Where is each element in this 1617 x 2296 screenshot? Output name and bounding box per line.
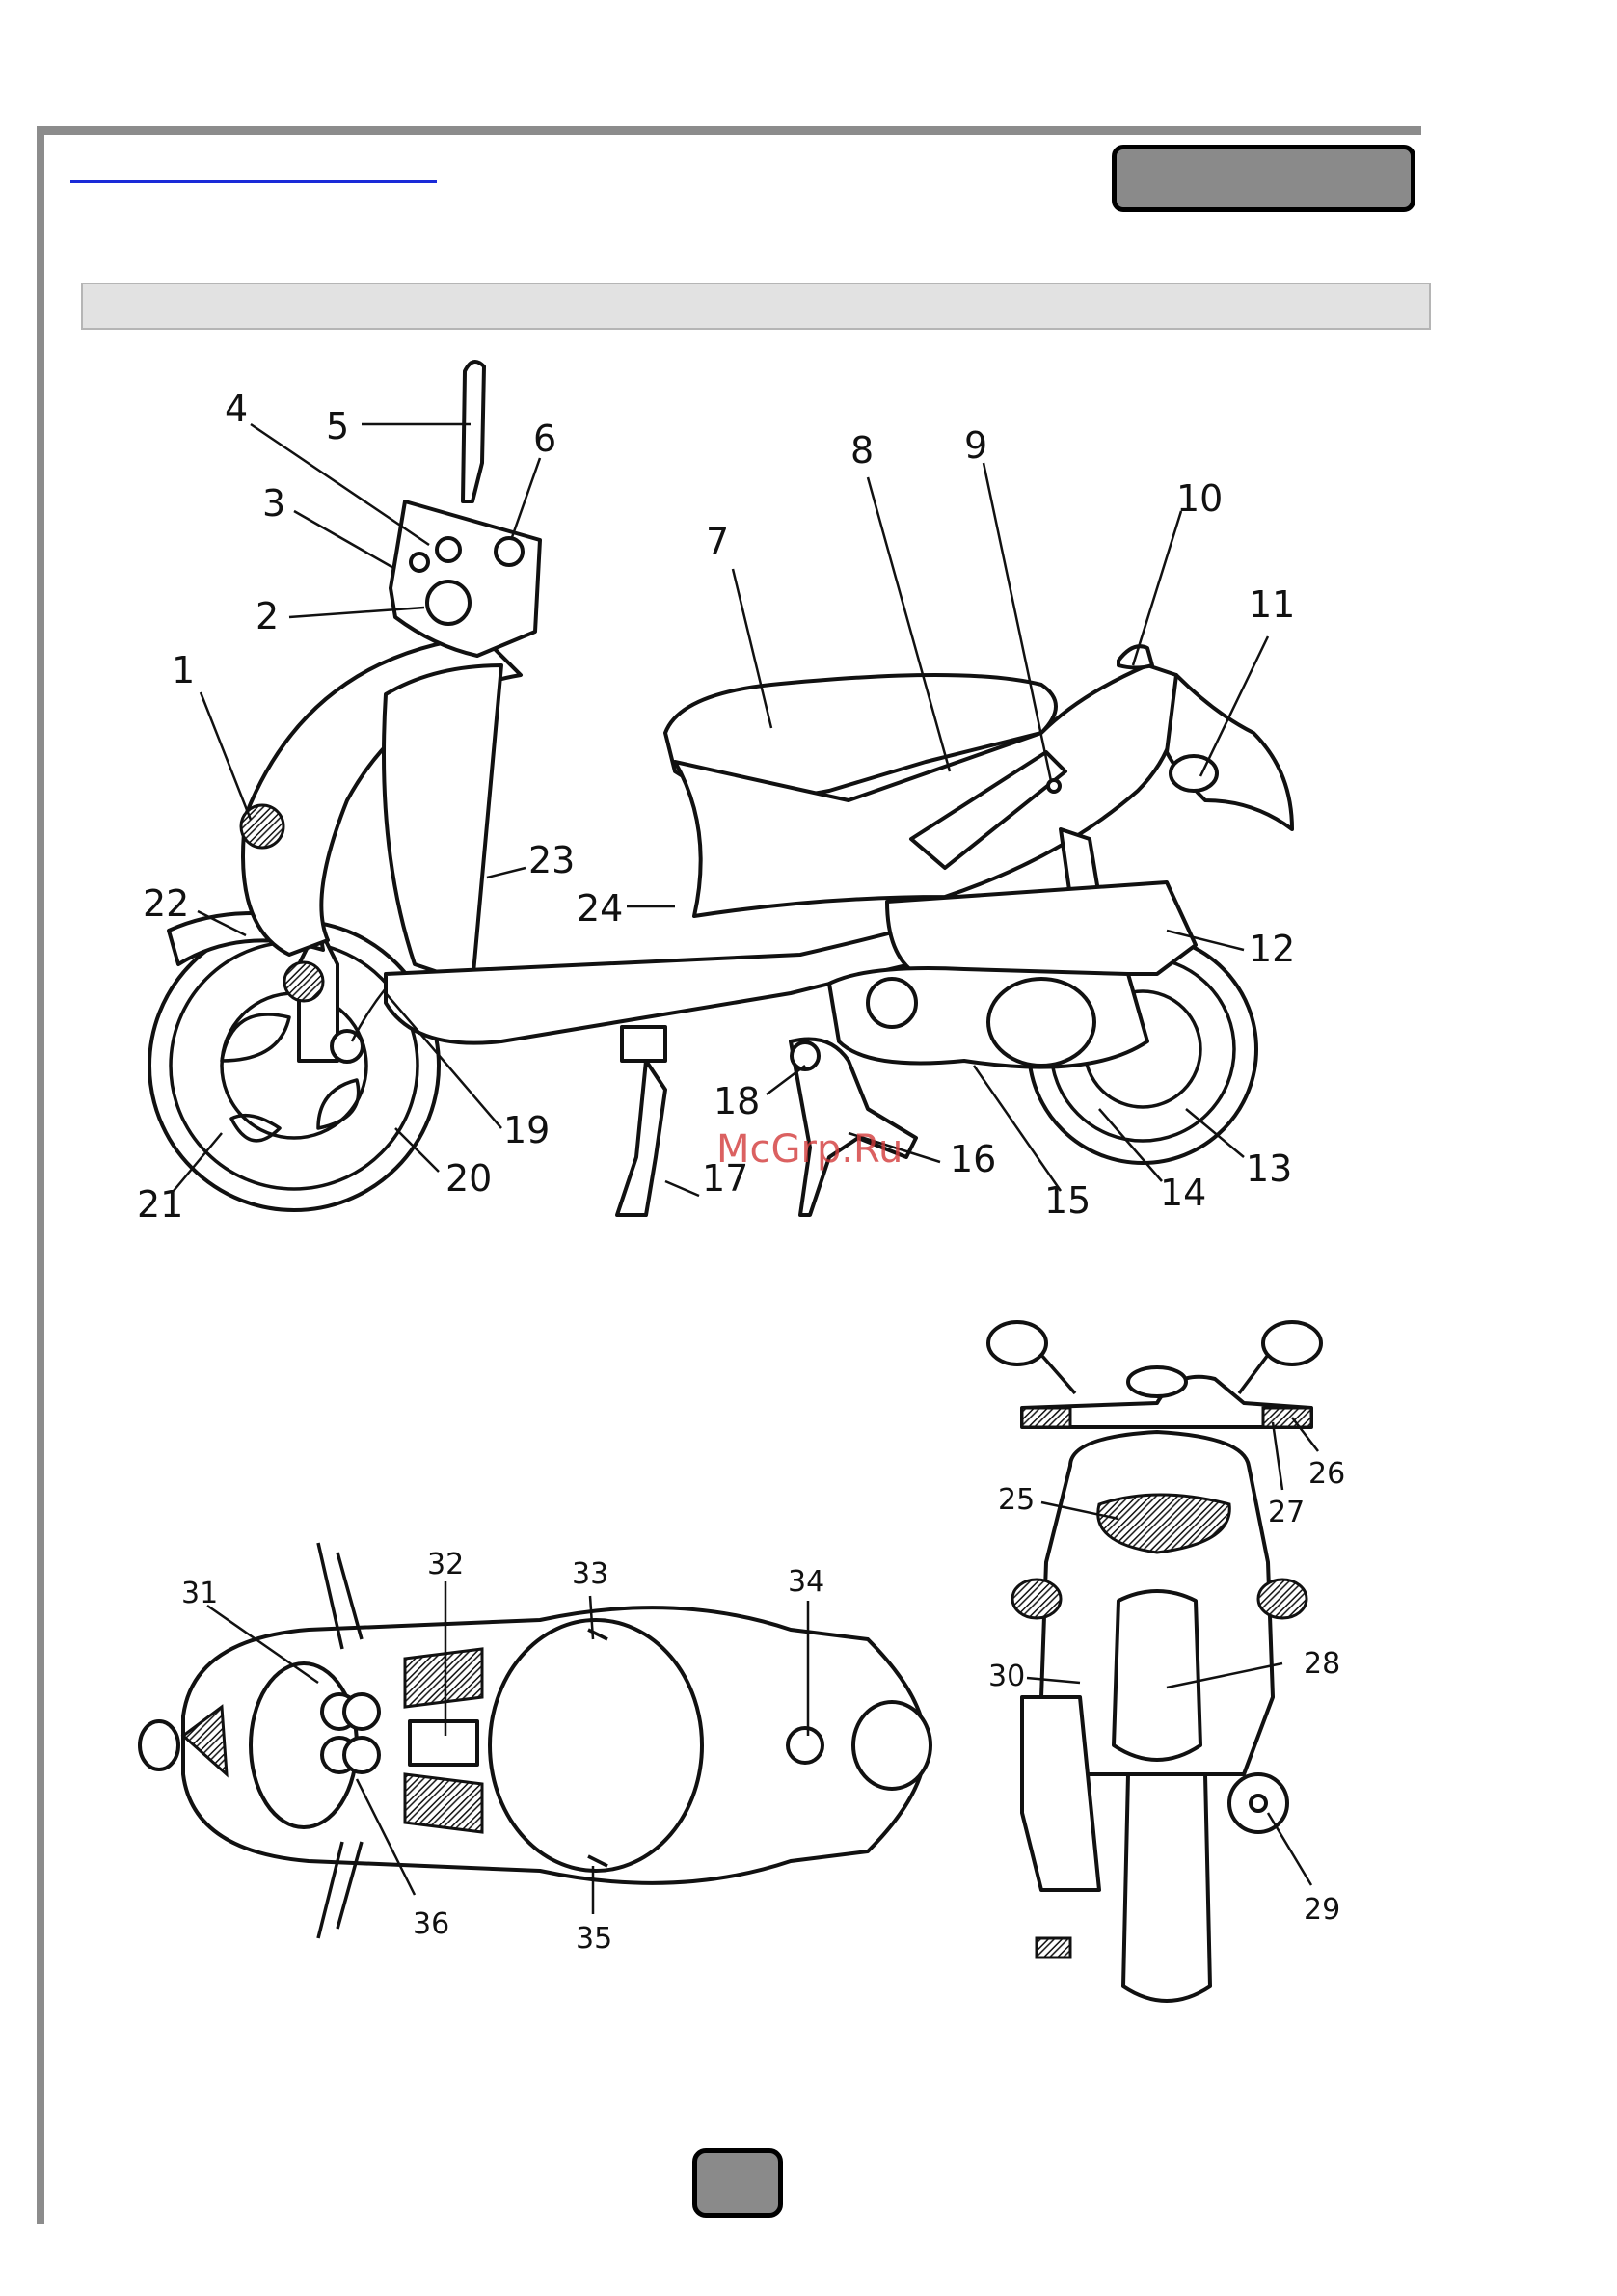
callout-25: 25 bbox=[998, 1483, 1035, 1517]
callout-13: 13 bbox=[1246, 1148, 1292, 1190]
callout-10: 10 bbox=[1176, 477, 1223, 520]
callout-27: 27 bbox=[1268, 1496, 1305, 1529]
callout-20: 20 bbox=[445, 1157, 492, 1200]
callout-23: 23 bbox=[528, 839, 575, 881]
callout-28: 28 bbox=[1304, 1647, 1340, 1681]
scooter-front-view bbox=[988, 1322, 1321, 2001]
callout-26: 26 bbox=[1308, 1457, 1345, 1491]
callout-34: 34 bbox=[788, 1565, 824, 1599]
callout-12: 12 bbox=[1249, 928, 1295, 970]
callout-11: 11 bbox=[1249, 583, 1295, 626]
callout-4: 4 bbox=[225, 388, 248, 430]
callout-18: 18 bbox=[714, 1080, 760, 1122]
callout-2: 2 bbox=[256, 595, 279, 637]
callout-5: 5 bbox=[326, 405, 349, 447]
callout-31: 31 bbox=[181, 1577, 218, 1610]
callout-1: 1 bbox=[172, 649, 195, 691]
callout-15: 15 bbox=[1044, 1179, 1091, 1222]
callout-7: 7 bbox=[706, 521, 729, 563]
callout-24: 24 bbox=[577, 887, 623, 930]
callout-36: 36 bbox=[413, 1907, 449, 1941]
callout-8: 8 bbox=[850, 429, 874, 472]
callout-30: 30 bbox=[988, 1660, 1025, 1693]
callout-32: 32 bbox=[427, 1548, 464, 1581]
callout-3: 3 bbox=[262, 482, 285, 525]
callout-21: 21 bbox=[137, 1183, 183, 1226]
callout-6: 6 bbox=[533, 418, 556, 460]
callout-29: 29 bbox=[1304, 1893, 1340, 1927]
callout-16: 16 bbox=[950, 1138, 996, 1180]
callout-9: 9 bbox=[964, 424, 987, 467]
callout-33: 33 bbox=[572, 1557, 608, 1591]
watermark-text: McGrp.Ru bbox=[716, 1127, 903, 1172]
scooter-top-view bbox=[140, 1543, 930, 1938]
callout-19: 19 bbox=[503, 1109, 550, 1151]
callout-22: 22 bbox=[143, 882, 189, 925]
callout-35: 35 bbox=[576, 1922, 612, 1956]
callout-14: 14 bbox=[1160, 1172, 1206, 1214]
